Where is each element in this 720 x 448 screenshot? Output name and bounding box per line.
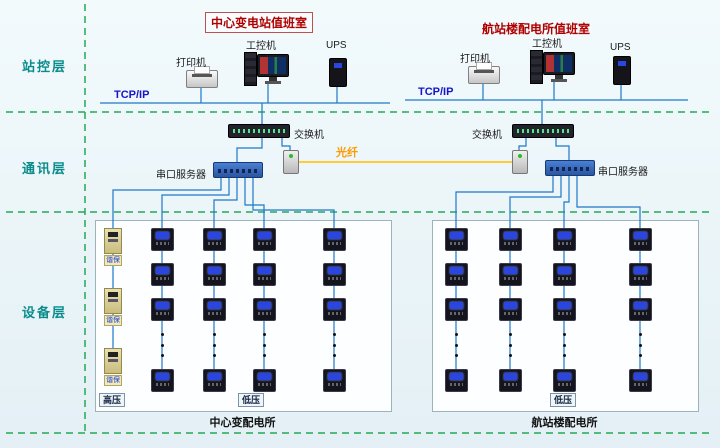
power-meter-icon: [498, 369, 522, 392]
protection-device-icon: 谐保: [104, 348, 122, 386]
serial-server-icon: [545, 160, 595, 176]
low-voltage-tag: 低压: [550, 393, 577, 407]
power-meter-icon: [150, 298, 174, 321]
protection-column: 谐保 谐保 谐保: [102, 228, 124, 386]
power-meter-icon: [628, 263, 652, 286]
right-panel-caption: 航站楼配电所: [531, 417, 598, 429]
layer-label-station: 站控层: [22, 59, 68, 74]
power-meter-icon: [628, 369, 652, 392]
left-tcpip-label: TCP/IP: [114, 89, 150, 101]
layer-label-communication: 通讯层: [22, 161, 68, 176]
monitor-stand: [269, 77, 277, 81]
ellipsis-dots: [562, 333, 566, 357]
ellipsis-dots: [332, 333, 336, 357]
power-meter-icon: [322, 298, 346, 321]
high-voltage-tag: 高压: [99, 393, 126, 407]
left-panel-caption: 中心变配电所: [209, 417, 276, 429]
ellipsis-dots: [262, 333, 266, 357]
meter-column: [322, 228, 346, 392]
left-room-title: 中心变电站值班室: [205, 12, 314, 33]
ellipsis-dots: [160, 333, 164, 357]
power-meter-icon: [322, 369, 346, 392]
power-meter-icon: [150, 263, 174, 286]
monitor-stand: [555, 75, 563, 79]
power-meter-icon: [444, 369, 468, 392]
power-meter-icon: [252, 263, 276, 286]
low-voltage-tag: 低压: [238, 393, 265, 407]
meter-column: [552, 228, 576, 392]
fiber-converter-icon: [283, 150, 299, 174]
protection-device-icon: 谐保: [104, 288, 122, 326]
right-workstation-label: 工控机: [532, 39, 562, 50]
meter-column: [628, 228, 652, 392]
power-meter-icon: [552, 298, 576, 321]
power-meter-icon: [552, 263, 576, 286]
power-meter-icon: [498, 263, 522, 286]
right-room-title: 航站楼配电所值班室: [482, 22, 591, 36]
power-meter-icon: [252, 228, 276, 251]
power-meter-icon: [552, 228, 576, 251]
right-tcpip-label: TCP/IP: [418, 86, 454, 98]
meter-column: [150, 228, 174, 392]
power-meter-icon: [202, 228, 226, 251]
ups-icon: [329, 58, 347, 87]
protection-device-label: 谐保: [104, 255, 122, 266]
meter-column: [202, 228, 226, 392]
ellipsis-dots: [454, 333, 458, 357]
workstation-icon: [543, 52, 575, 75]
monitor-base: [265, 81, 281, 84]
printer-icon: [186, 66, 218, 88]
power-meter-icon: [202, 298, 226, 321]
power-meter-icon: [150, 369, 174, 392]
meter-column: [498, 228, 522, 392]
right-serial-server-label: 串口服务器: [598, 167, 648, 178]
power-meter-icon: [628, 298, 652, 321]
power-meter-icon: [252, 298, 276, 321]
ups-icon: [613, 56, 631, 85]
layer-label-device: 设备层: [22, 305, 68, 320]
ellipsis-dots: [638, 333, 642, 357]
left-ups-label: UPS: [326, 40, 347, 51]
computer-tower-icon: [244, 52, 257, 86]
power-meter-icon: [150, 228, 174, 251]
left-serial-server-label: 串口服务器: [156, 170, 206, 181]
power-meter-icon: [202, 369, 226, 392]
power-meter-icon: [444, 263, 468, 286]
power-meter-icon: [252, 369, 276, 392]
fiber-label: 光纤: [336, 147, 358, 159]
right-ups-label: UPS: [610, 42, 631, 53]
power-meter-icon: [444, 298, 468, 321]
switch-icon: [512, 124, 574, 138]
layer-divider-dashed-lines: [6, 4, 714, 434]
computer-tower-icon: [530, 50, 543, 84]
serial-server-icon: [213, 162, 263, 178]
protection-device-label: 谐保: [104, 315, 122, 326]
power-meter-icon: [498, 298, 522, 321]
ellipsis-dots: [508, 333, 512, 357]
meter-column: [444, 228, 468, 392]
power-meter-icon: [498, 228, 522, 251]
printer-icon: [468, 62, 500, 84]
left-workstation-label: 工控机: [246, 41, 276, 52]
workstation-icon: [257, 54, 289, 77]
right-printer-label: 打印机: [460, 54, 490, 65]
fiber-converter-icon: [512, 150, 528, 174]
meter-column: [252, 228, 276, 392]
power-meter-icon: [202, 263, 226, 286]
left-switch-label: 交换机: [294, 130, 324, 141]
power-meter-icon: [444, 228, 468, 251]
left-printer-label: 打印机: [176, 58, 206, 69]
switch-icon: [228, 124, 290, 138]
power-meter-icon: [628, 228, 652, 251]
power-meter-icon: [552, 369, 576, 392]
protection-device-icon: 谐保: [104, 228, 122, 266]
ellipsis-dots: [212, 333, 216, 357]
protection-device-label: 谐保: [104, 375, 122, 386]
right-switch-label: 交换机: [472, 130, 502, 141]
power-meter-icon: [322, 228, 346, 251]
power-meter-icon: [322, 263, 346, 286]
monitor-base: [551, 79, 567, 82]
